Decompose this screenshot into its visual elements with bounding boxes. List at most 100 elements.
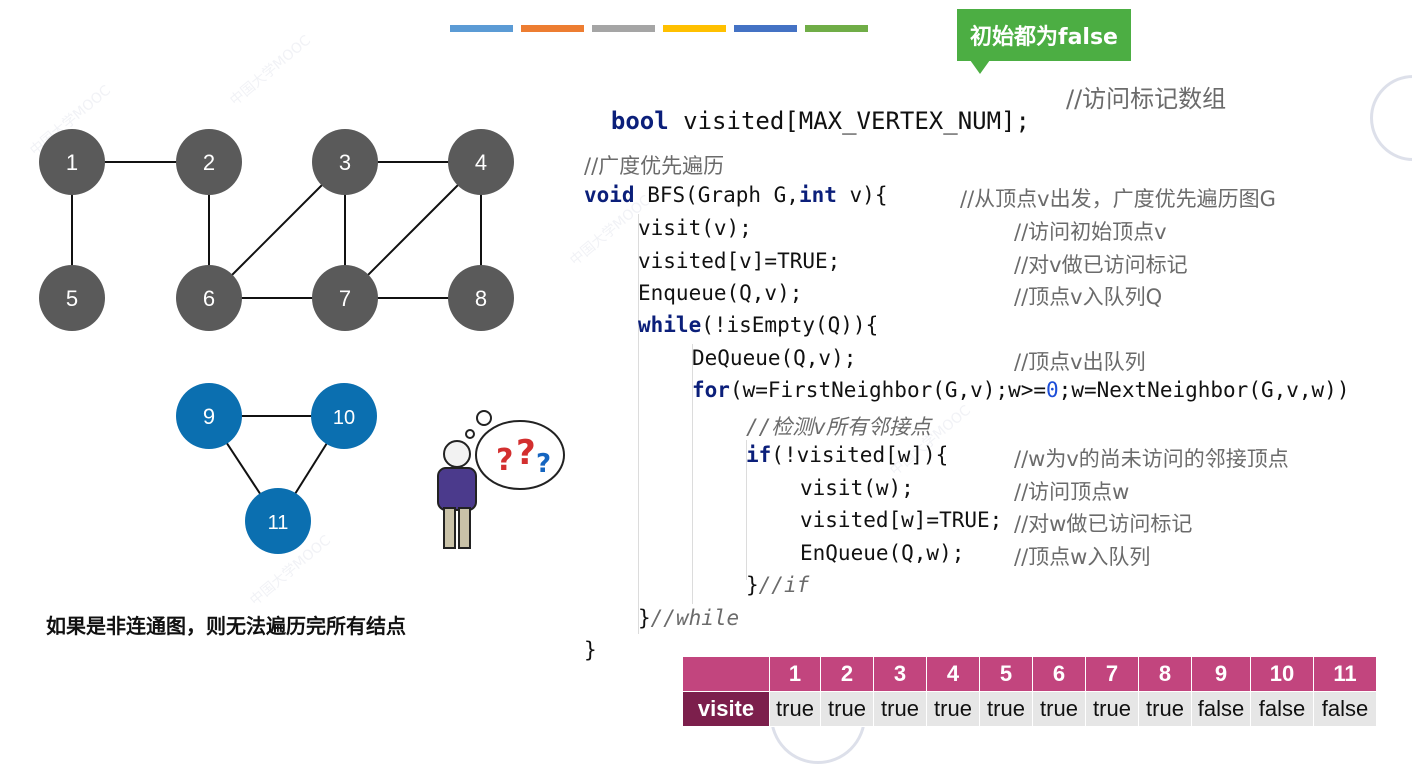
- svg-text:?: ?: [536, 449, 551, 479]
- code-text: visited[w]=TRUE;: [800, 508, 1003, 532]
- color-bar-5: [734, 25, 797, 32]
- color-bar-3: [592, 25, 655, 32]
- graph-node-4: [448, 129, 514, 195]
- color-bar-4: [663, 25, 726, 32]
- visited-index-5: 5: [979, 656, 1033, 692]
- code-text: }: [746, 573, 759, 597]
- callout-tail: [970, 60, 990, 74]
- code-line: }//while: [638, 606, 739, 630]
- code-line: while(!isEmpty(Q)){: [638, 313, 878, 337]
- graph-node-label-7: 7: [339, 286, 351, 311]
- code-line: }//if: [746, 573, 809, 597]
- visited-index-3: 3: [873, 656, 927, 692]
- graph-node-label-11: 11: [268, 512, 289, 534]
- code-line-comment: //顶点w入队列: [1014, 545, 1151, 569]
- visited-value-4: true: [926, 691, 980, 727]
- visited-value-10: false: [1250, 691, 1314, 727]
- graph-node-9: [176, 383, 242, 449]
- thinking-person-illustration: ? ? ?: [437, 410, 565, 549]
- graph-node-label-2: 2: [203, 150, 215, 175]
- code-keyword: if: [746, 443, 772, 467]
- visited-index-4: 4: [926, 656, 980, 692]
- graph-node-label-9: 9: [203, 404, 215, 429]
- visited-index-7: 7: [1085, 656, 1139, 692]
- visited-index-6: 6: [1032, 656, 1086, 692]
- visited-value-7: true: [1085, 691, 1139, 727]
- code-line-comment: //w为v的尚未访问的邻接顶点: [1014, 447, 1289, 471]
- visited-index-2: 2: [820, 656, 874, 692]
- code-text: DeQueue(Q,v);: [692, 346, 857, 370]
- code-text: 0: [1046, 378, 1059, 402]
- svg-text:?: ?: [516, 433, 536, 473]
- graph-node-10: [311, 383, 377, 449]
- graph-node-7: [312, 265, 378, 331]
- visited-value-2: true: [820, 691, 874, 727]
- code-comment: //while: [650, 606, 740, 630]
- graph-node-label-10: 10: [333, 407, 355, 429]
- graph-node-label-8: 8: [475, 286, 487, 311]
- callout-initial-false: 初始都为false: [957, 9, 1131, 61]
- visited-value-5: true: [979, 691, 1033, 727]
- graph-node-5: [39, 265, 105, 331]
- svg-text:?: ?: [496, 443, 513, 478]
- code-text: (!isEmpty(Q)){: [701, 313, 879, 337]
- code-text: visited[v]=TRUE;: [638, 249, 841, 273]
- code-keyword: while: [638, 313, 702, 337]
- color-bar-1: [450, 25, 513, 32]
- visited-value-9: false: [1191, 691, 1251, 727]
- code-text: }: [638, 606, 651, 630]
- disconnected-graph-caption: 如果是非连通图，则无法遍历完所有结点: [46, 614, 406, 638]
- code-text: }: [584, 638, 597, 662]
- graph-node-3: [312, 129, 378, 195]
- code-line-comment: //顶点v出队列: [1014, 350, 1146, 374]
- visited-row-label: visite: [682, 691, 770, 727]
- code-line-comment: //访问初始顶点v: [1014, 220, 1167, 244]
- code-text: (!visited[w]){: [771, 443, 949, 467]
- graph-node-8: [448, 265, 514, 331]
- code-keyword: void: [584, 183, 635, 207]
- code-line: DeQueue(Q,v);: [692, 346, 856, 370]
- watermark-text: 中国大学MOOC: [227, 32, 315, 110]
- indent-guide: [746, 440, 747, 580]
- graph-node-11: [245, 488, 311, 554]
- code-line: visit(w);: [800, 476, 914, 500]
- color-bar-2: [521, 25, 584, 32]
- code-keyword: bool: [610, 107, 669, 135]
- code-text: visited[MAX_VERTEX_NUM];: [668, 107, 1030, 135]
- logo-seal-icon: [1370, 75, 1412, 161]
- visited-index-10: 10: [1250, 656, 1314, 692]
- graph-node-label-5: 5: [66, 286, 78, 311]
- code-text: v){: [836, 183, 888, 207]
- code-line-comment: //从顶点v出发，广度优先遍历图G: [960, 187, 1276, 211]
- code-text: (w=FirstNeighbor(G,v);w>=: [729, 378, 1047, 402]
- visited-value-8: true: [1138, 691, 1192, 727]
- code-declaration: bool visited[MAX_VERTEX_NUM];: [582, 79, 1030, 135]
- code-text: visit(v);: [638, 216, 752, 240]
- visited-index-1: 1: [769, 656, 821, 692]
- code-line: EnQueue(Q,w);: [800, 541, 964, 565]
- indent-guide: [692, 344, 693, 604]
- graph-node-2: [176, 129, 242, 195]
- graph-node-label-4: 4: [475, 150, 487, 175]
- code-line: for(w=FirstNeighbor(G,v);w>=0;w=NextNeig…: [692, 378, 1349, 402]
- code-line: void BFS(Graph G,int v){: [584, 183, 887, 207]
- code-text: EnQueue(Q,w);: [800, 541, 965, 565]
- code-comment: //if: [758, 573, 810, 597]
- code-line: Enqueue(Q,v);: [638, 281, 802, 305]
- color-bar-6: [805, 25, 868, 32]
- visited-value-1: true: [769, 691, 821, 727]
- graph-node-6: [176, 265, 242, 331]
- visited-value-11: false: [1313, 691, 1377, 727]
- code-line: visited[w]=TRUE;: [800, 508, 1002, 532]
- table-corner-cell: [682, 656, 770, 692]
- visited-index-8: 8: [1138, 656, 1192, 692]
- code-section-comment: //广度优先遍历: [584, 154, 725, 178]
- code-line-comment: //对w做已访问标记: [1014, 512, 1193, 536]
- code-line: }: [584, 638, 597, 662]
- graph-node-label-3: 3: [339, 150, 351, 175]
- visited-value-6: true: [1032, 691, 1086, 727]
- code-line: if(!visited[w]){: [746, 443, 948, 467]
- code-line-comment: //对v做已访问标记: [1014, 253, 1188, 277]
